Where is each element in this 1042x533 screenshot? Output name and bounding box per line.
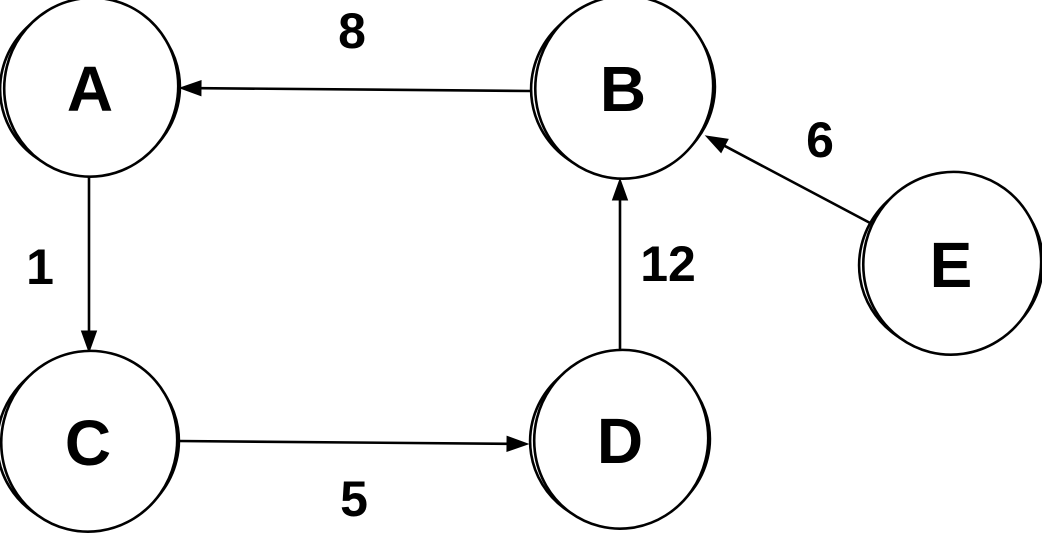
edge-weight-D-B: 12 — [640, 236, 696, 292]
edge-B-to-A: 8 — [178, 3, 532, 97]
node-B: B — [529, 0, 717, 180]
edge-weight-E-B: 6 — [806, 112, 834, 168]
edge-line-C-D — [176, 439, 509, 446]
edge-E-to-B: 6 — [704, 112, 874, 226]
arrowhead-icon — [80, 330, 98, 354]
node-circle-overstroke-E — [861, 170, 1042, 356]
node-C: C — [0, 349, 181, 533]
edge-weight-B-A: 8 — [338, 3, 366, 59]
node-E: E — [857, 170, 1042, 356]
edge-weight-A-C: 1 — [26, 239, 54, 295]
edge-A-to-C: 1 — [26, 175, 98, 354]
node-label-E: E — [930, 229, 973, 301]
node-label-A: A — [67, 53, 113, 125]
arrowhead-icon — [506, 435, 530, 453]
node-label-B: B — [600, 53, 646, 125]
edge-C-to-D: 5 — [176, 435, 530, 527]
arrowhead-icon — [611, 177, 629, 201]
edge-D-to-B: 12 — [611, 177, 696, 354]
node-label-D: D — [597, 405, 643, 477]
node-label-C: C — [65, 407, 111, 479]
edge-line-E-B — [723, 144, 874, 226]
edge-line-B-A — [199, 86, 532, 93]
node-A: A — [0, 0, 182, 178]
node-circle-overstroke-C — [0, 349, 179, 533]
node-circle-overstroke-A — [2, 0, 180, 178]
edge-weight-C-D: 5 — [340, 471, 368, 527]
arrowhead-icon — [704, 135, 729, 154]
arrowhead-icon — [178, 79, 202, 97]
node-circle-overstroke-D — [532, 348, 710, 530]
node-D: D — [528, 348, 712, 530]
node-circle-overstroke-B — [533, 0, 715, 180]
